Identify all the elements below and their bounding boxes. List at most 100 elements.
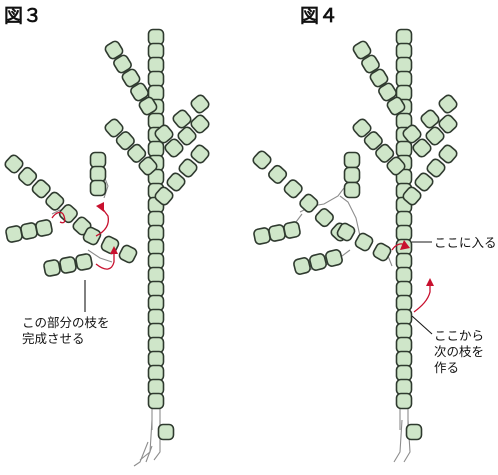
stem-bead <box>395 140 413 158</box>
branch-bead <box>252 150 272 170</box>
stem-bead <box>395 392 413 410</box>
branch-bead <box>104 118 124 138</box>
stem-bead <box>147 294 165 312</box>
branch-bead <box>438 144 458 164</box>
branch-bead <box>130 82 149 102</box>
stem-bead <box>395 42 413 60</box>
stem-bead <box>147 56 165 74</box>
stem-bead <box>147 308 165 326</box>
branch-bead <box>190 94 210 114</box>
branch-bead <box>414 172 434 192</box>
stem-bead <box>147 42 165 60</box>
tail-bead <box>405 423 423 441</box>
branch-bead <box>402 124 422 144</box>
branch-bead <box>352 40 372 60</box>
branch-bead <box>293 257 311 275</box>
figure-4-title: 図４ <box>300 5 338 27</box>
branch-bead <box>425 126 445 146</box>
branch-bead <box>45 191 65 211</box>
branch-bead <box>190 144 210 164</box>
branch-bead <box>164 138 184 158</box>
stem-bead <box>147 210 165 228</box>
branch-bead <box>369 68 389 88</box>
branch-bead <box>121 68 141 88</box>
stem-bead <box>147 350 165 368</box>
figure-4-note-start-line-3: 作る <box>434 360 459 375</box>
stem-bead <box>395 350 413 368</box>
branch-bead <box>299 193 319 213</box>
branch-bead <box>18 166 38 186</box>
figure-4-note-enter: ここに入る <box>434 235 497 250</box>
figure-4-leader-start <box>411 315 433 335</box>
stem-bead <box>147 70 165 88</box>
figure-3-title: 図３ <box>4 5 42 27</box>
branch-bead <box>154 186 174 206</box>
branch-bead <box>375 143 395 163</box>
stem-bead <box>147 140 165 158</box>
branch-bead <box>172 109 192 129</box>
branch-bead <box>113 54 132 74</box>
stem-bead <box>395 210 413 228</box>
figure-4-note-start-line-1: ここから <box>434 328 484 343</box>
branch-bead <box>352 118 372 138</box>
stem-bead <box>395 336 413 354</box>
stem-bead <box>147 378 165 396</box>
branch-bead <box>438 94 458 114</box>
stem-bead <box>395 308 413 326</box>
branch-bead <box>336 222 356 242</box>
stem-bead <box>395 280 413 298</box>
figure-4-arrows <box>391 240 434 313</box>
stem-bead <box>147 266 165 284</box>
branch-bead <box>378 82 397 102</box>
branch-bead <box>343 166 361 184</box>
stem-bead <box>395 224 413 242</box>
branch-bead <box>412 138 432 158</box>
branch-bead <box>354 232 374 252</box>
figure-3-note-line-2: 完成させる <box>22 331 85 346</box>
stem-bead <box>395 28 413 46</box>
stem-bead <box>147 28 165 46</box>
stem-bead <box>395 56 413 74</box>
branch-bead <box>309 253 327 271</box>
figure-3-cords <box>13 40 161 467</box>
branch-bead <box>283 221 301 239</box>
branch-bead <box>420 109 440 129</box>
stem-bead <box>395 294 413 312</box>
stem-bead <box>395 322 413 340</box>
branch-bead <box>89 151 107 169</box>
branch-bead <box>343 181 361 199</box>
branch-bead <box>386 156 406 176</box>
branch-bead <box>325 249 343 267</box>
branch-bead <box>89 165 107 183</box>
stem-bead <box>147 392 165 410</box>
stem-bead <box>395 364 413 382</box>
stem-bead <box>395 70 413 88</box>
stem-bead <box>147 336 165 354</box>
branch-bead <box>35 219 53 237</box>
branch-bead <box>138 96 158 116</box>
branch-bead <box>343 151 361 169</box>
branch-bead <box>177 126 197 146</box>
branch-bead <box>118 244 138 264</box>
figure-3-beads <box>4 28 210 441</box>
branch-bead <box>386 96 406 116</box>
branch-bead <box>100 235 120 255</box>
figure-4-note-start-line-2: 次の枝を <box>434 344 484 359</box>
branch-bead <box>166 172 186 192</box>
branch-bead <box>402 186 422 206</box>
branch-bead <box>426 158 446 178</box>
branch-bead <box>154 124 174 144</box>
branch-bead <box>127 143 147 163</box>
branch-bead <box>104 40 124 60</box>
branch-bead <box>190 114 210 134</box>
stem-bead <box>395 266 413 284</box>
branch-bead <box>20 222 38 240</box>
branch-bead <box>115 131 135 151</box>
branch-bead <box>4 154 24 174</box>
tail-bead <box>157 423 175 441</box>
stem-bead <box>147 322 165 340</box>
stem-bead <box>147 280 165 298</box>
branch-bead <box>438 114 458 134</box>
stem-bead <box>147 224 165 242</box>
